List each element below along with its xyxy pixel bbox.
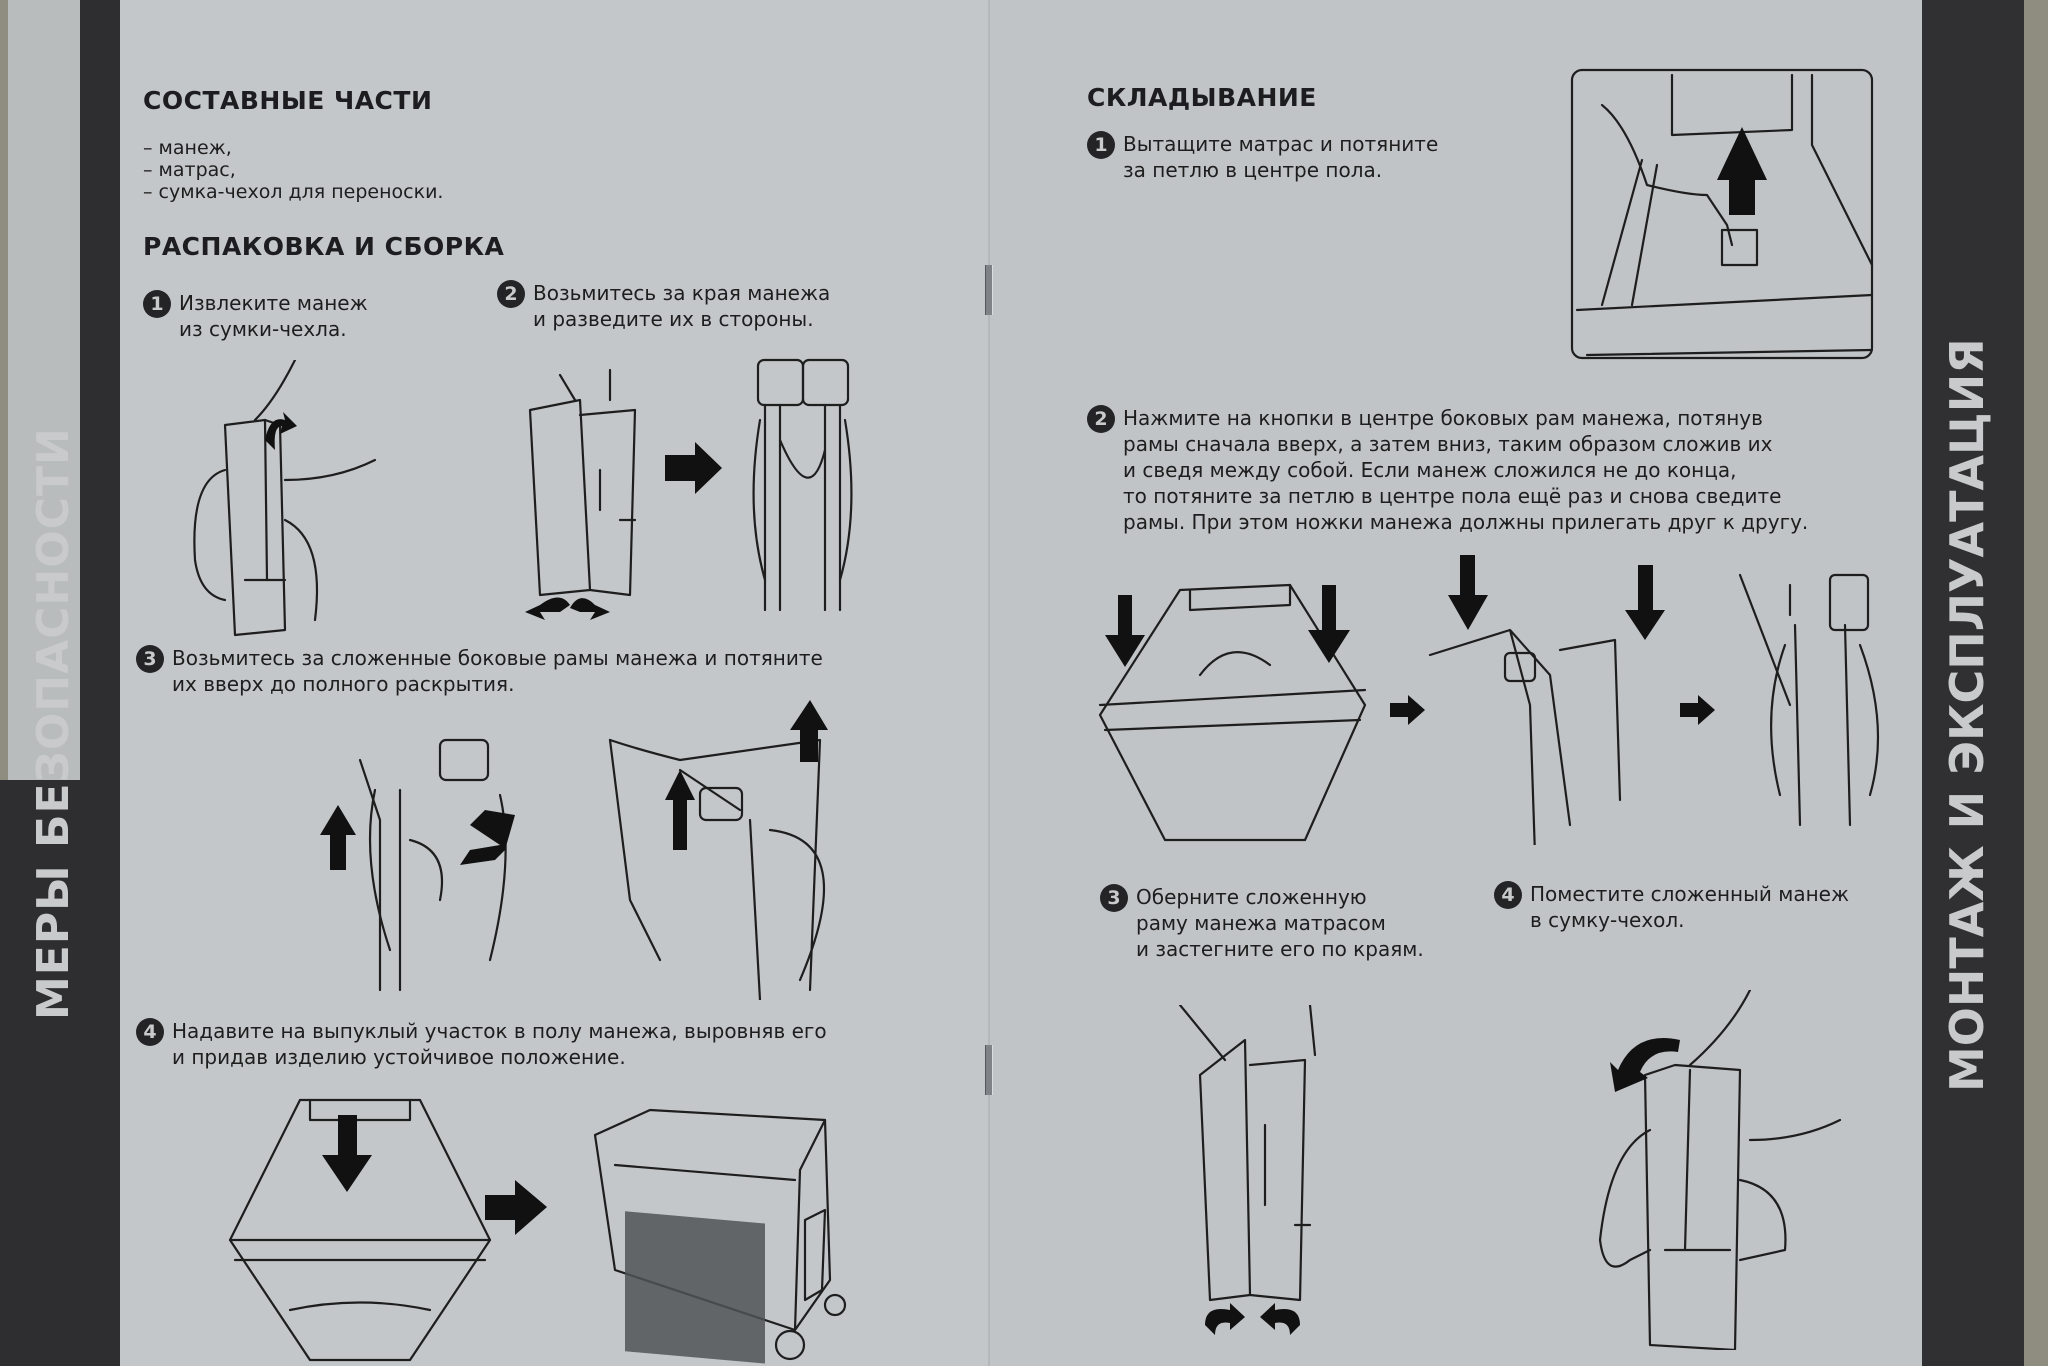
illustration-raise-frames <box>300 700 900 1000</box>
unpacking-title: РАСПАКОВКА И СБОРКА <box>143 232 505 261</box>
rotate-right-arrow-icon <box>570 598 610 620</box>
staple <box>985 265 993 315</box>
step-number-badge: 4 <box>136 1018 164 1046</box>
unpack-step-4: 4 Надавите на выпуклый участок в полу ма… <box>136 1018 827 1070</box>
left-side-band-lower <box>0 780 120 1366</box>
component-item: – матрас, <box>143 159 236 181</box>
step-number-badge: 1 <box>1087 131 1115 159</box>
rotate-left-arrow-icon <box>525 597 570 620</box>
down-arrow-icon <box>1448 555 1488 630</box>
fold-step-2: 2 Нажмите на кнопки в центре боковых рам… <box>1087 405 1808 535</box>
right-page <box>988 0 2008 1366</box>
step-text: Вытащите матрас и потяните за петлю в це… <box>1123 132 1439 182</box>
left-side-label: МЕРЫ БЕЗОПАСНОСТИ <box>28 427 79 1020</box>
down-arrow-icon <box>1625 565 1665 640</box>
step-number-badge: 3 <box>136 645 164 673</box>
step-text: Нажмите на кнопки в центре боковых рам м… <box>1123 406 1809 534</box>
right-side-band <box>1922 0 2024 1366</box>
unpack-step-2: 2 Возьмитесь за края манежа и разведите … <box>497 280 830 332</box>
diagonal-arrow-icon <box>460 810 515 865</box>
component-item: – манеж, <box>143 137 232 159</box>
booklet-spine <box>988 0 990 1366</box>
right-arrow-icon <box>1390 695 1425 725</box>
illustration-pull-floor-loop <box>1567 65 1877 365</box>
components-list: – манеж, – матрас, – сумка-чехол для пер… <box>143 137 443 203</box>
right-arrow-icon <box>665 442 722 494</box>
up-arrow-icon <box>790 700 828 762</box>
illustration-press-floor-assembled <box>210 1080 890 1366</box>
step-text: Оберните сложенную раму манежа матрасом … <box>1136 885 1424 961</box>
step-number-badge: 1 <box>143 290 171 318</box>
illustration-bag-pack <box>1590 990 1860 1350</box>
folding-title: СКЛАДЫВАНИЕ <box>1087 83 1317 112</box>
unpack-step-3: 3 Возьмитесь за сложенные боковые рамы м… <box>136 645 823 697</box>
right-arrow-icon <box>485 1180 547 1235</box>
fold-step-1: 1 Вытащите матрас и потяните за петлю в … <box>1087 131 1438 183</box>
up-arrow-icon <box>320 805 356 870</box>
rotate-left-arrow-icon <box>1260 1303 1300 1335</box>
up-arrow-icon <box>1717 127 1767 215</box>
components-title: СОСТАВНЫЕ ЧАСТИ <box>143 86 433 115</box>
step-text: Извлеките манеж из сумки-чехла. <box>179 291 368 341</box>
curved-arrow-icon <box>265 412 297 450</box>
illustration-spread-frame <box>500 350 900 630</box>
step-text: Поместите сложенный манеж в сумку-чехол. <box>1530 882 1850 932</box>
illustration-bag-unpack <box>185 360 385 640</box>
component-item: – сумка-чехол для переноски. <box>143 181 444 203</box>
step-number-badge: 2 <box>1087 405 1115 433</box>
step-number-badge: 2 <box>497 280 525 308</box>
curved-arrow-icon <box>1610 1038 1680 1092</box>
step-text: Возьмитесь за сложенные боковые рамы ман… <box>172 646 823 696</box>
down-arrow-icon <box>1105 595 1145 667</box>
wheel-icon <box>774 1329 806 1361</box>
illustration-wrap-mattress <box>1170 1005 1370 1345</box>
step-number-badge: 4 <box>1494 881 1522 909</box>
unpack-step-1: 1 Извлеките манеж из сумки-чехла. <box>143 290 368 342</box>
step-text: Возьмитесь за края манежа и разведите их… <box>533 281 831 331</box>
step-number-badge: 3 <box>1100 884 1128 912</box>
staple <box>985 1045 993 1095</box>
down-arrow-icon <box>1308 585 1350 663</box>
rotate-right-arrow-icon <box>1205 1303 1245 1335</box>
up-arrow-icon <box>665 770 695 850</box>
right-side-label: МОНТАЖ И ЭКСПЛУАТАЦИЯ <box>1940 338 1994 1092</box>
illustration-fold-frames <box>1090 555 1910 845</box>
down-arrow-icon <box>322 1115 372 1192</box>
step-text: Надавите на выпуклый участок в полу мане… <box>172 1019 827 1069</box>
fold-step-4: 4 Поместите сложенный манеж в сумку-чехо… <box>1494 881 1849 933</box>
fold-step-3: 3 Оберните сложенную раму манежа матрасо… <box>1100 884 1424 962</box>
right-arrow-icon <box>1680 695 1715 725</box>
